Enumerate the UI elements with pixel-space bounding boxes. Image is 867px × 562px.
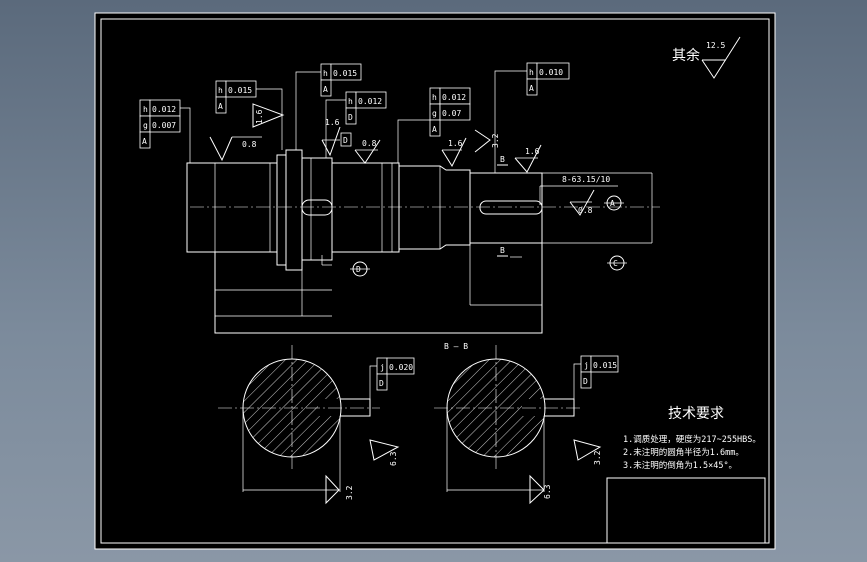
svg-text:C: C [613,259,618,268]
inner-border [100,18,770,544]
section-view-right [434,345,582,492]
title-block [606,477,766,544]
svg-text:0.012: 0.012 [442,93,466,102]
svg-text:B: B [500,246,505,255]
other-roughness-label: 其余 [672,47,700,64]
tolerance-frame-6: h 0.010 A [494,62,570,173]
svg-text:0.015: 0.015 [228,86,252,95]
svg-text:3.2: 3.2 [491,133,500,148]
svg-text:1.6: 1.6 [448,139,463,148]
svg-text:h: h [218,86,223,95]
datum-label-a: A [604,195,624,211]
svg-text:j: j [380,363,385,372]
outer-border [94,12,776,550]
svg-text:A: A [218,102,223,111]
roughness-mark-11: 3.2 [573,439,602,465]
tolerance-frame-5: h 0.012 g 0.07 A [397,87,471,163]
roughness-mark-3: 1.6 D [321,118,352,157]
other-roughness: 其余 12.5 [672,36,741,79]
svg-text:j: j [584,361,589,370]
tech-requirement-3: 3.未注明的倒角为1.5×45°。 [623,460,737,471]
section-view-left [218,345,380,492]
svg-text:6.3: 6.3 [543,484,552,499]
svg-text:A: A [432,125,437,134]
svg-text:0.8: 0.8 [578,206,593,215]
tolerance-frame-4: h 0.012 D [325,91,387,158]
section-marker-bottom: B [497,246,508,257]
svg-text:3.2: 3.2 [593,450,602,465]
svg-text:D: D [379,379,384,388]
svg-text:D: D [356,265,361,274]
section-tolerance-left: j 0.020 D [369,357,415,399]
tolerance-frame-3: h 0.015 A [295,63,362,150]
section-marker-top: B [497,155,508,166]
svg-text:0.012: 0.012 [152,105,176,114]
svg-text:1.6: 1.6 [525,147,540,156]
svg-text:D: D [348,113,353,122]
roughness-mark-9: 6.3 [369,439,400,466]
svg-text:0.8: 0.8 [242,140,257,149]
svg-text:g: g [432,109,437,118]
svg-text:0.8: 0.8 [362,139,377,148]
svg-text:B: B [500,155,505,164]
roughness-mark-2: 1.6 [252,103,285,128]
svg-text:8-63.15/10: 8-63.15/10 [562,175,610,184]
svg-text:D: D [343,136,348,145]
tech-requirements: 技术要求 1.调质处理，硬度为217~255HBS。 2.未注明的圆角半径为1.… [623,406,761,471]
svg-text:0.07: 0.07 [442,109,461,118]
roughness-mark-12: 6.3 [529,474,552,505]
tolerance-frame-1: h 0.012 g 0.007 A [139,99,191,163]
section-title: B — B [444,342,468,351]
svg-text:0.012: 0.012 [358,97,382,106]
tech-requirements-title: 技术要求 [668,406,724,422]
svg-text:3.2: 3.2 [345,485,354,500]
svg-text:1.6: 1.6 [255,109,264,124]
svg-text:0.007: 0.007 [152,121,176,130]
svg-text:g: g [143,121,148,130]
tech-requirement-2: 2.未注明的圆角半径为1.6mm。 [623,447,744,458]
roughness-mark-10: 3.2 [325,474,354,505]
tech-requirement-1: 1.调质处理，硬度为217~255HBS。 [623,434,761,445]
roughness-mark-8: 0.8 [569,189,595,216]
svg-text:0.015: 0.015 [333,69,357,78]
section-tolerance-right: j 0.015 D [573,355,619,399]
roughness-mark-6: 3.2 [474,129,500,153]
svg-text:A: A [529,84,534,93]
tolerance-frame-2: h 0.015 A [215,80,283,150]
svg-text:h: h [323,69,328,78]
datum-label-d: D [350,261,370,277]
svg-text:1.6: 1.6 [325,118,340,127]
svg-text:0.015: 0.015 [593,361,617,370]
svg-text:0.010: 0.010 [539,68,563,77]
svg-text:6.3: 6.3 [389,451,398,466]
roughness-mark-7: 1.6 [514,144,542,173]
svg-text:A: A [142,137,147,146]
shaft-main-view [186,149,660,334]
other-roughness-value: 12.5 [706,41,725,50]
keyway-callout: 8-63.15/10 [539,175,618,205]
svg-text:h: h [348,97,353,106]
svg-text:A: A [323,85,328,94]
datum-label-c: C [607,255,627,271]
svg-text:A: A [610,199,615,208]
svg-text:0.020: 0.020 [389,363,413,372]
svg-text:h: h [432,93,437,102]
roughness-mark-4: 0.8 [354,139,381,164]
svg-text:h: h [529,68,534,77]
svg-text:h: h [143,105,148,114]
svg-text:D: D [583,377,588,386]
roughness-mark-1: 0.8 [209,136,262,162]
roughness-mark-5: 1.6 [441,137,467,168]
